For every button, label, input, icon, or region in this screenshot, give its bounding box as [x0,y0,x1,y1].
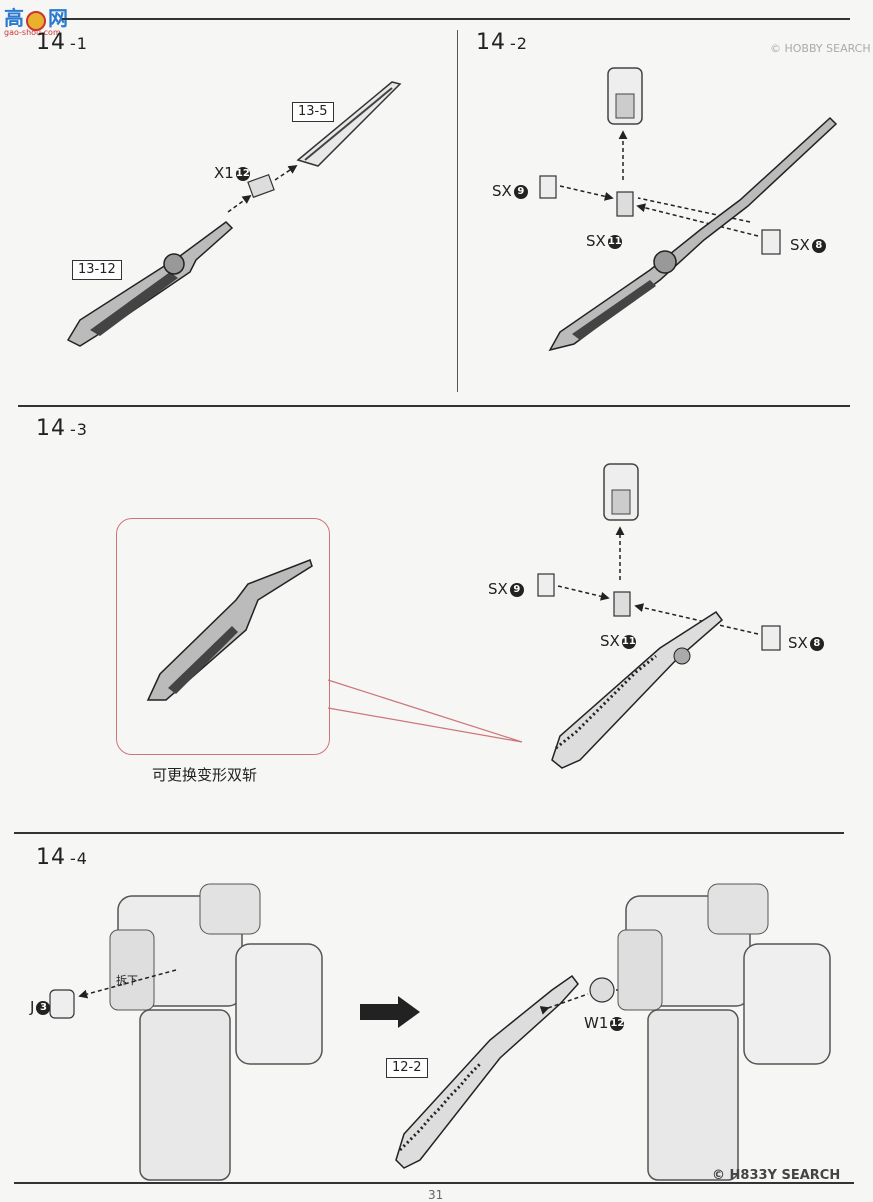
watermark-bottom: © H833Y SEARCH [712,1168,841,1183]
part-sx9 [537,573,555,597]
assembly-arrow [557,585,610,601]
part-number-badge: 8 [809,636,824,651]
callout-caption: 可更换变形双斩 [152,766,258,784]
part-sx8 [761,229,781,255]
chainsaw-blade [551,610,724,769]
assembly-arrow [637,197,751,223]
part-code: SX [492,182,512,200]
part-code: J [30,998,35,1016]
assembly-arrow [539,993,589,1015]
step-number: 14 [476,30,506,55]
part-number-badge: 11 [607,234,622,249]
step-sub: -3 [70,420,88,439]
remove-instruction: 拆下 [116,974,138,987]
site-logo-char: 高 [4,6,24,30]
part-number-badge: 12 [235,166,250,181]
part-number-badge: 8 [811,238,826,253]
column-divider [457,30,458,392]
step-sub: -4 [70,849,88,868]
assembly-arrow [78,969,177,999]
part-w1-12 [589,977,615,1003]
chainsaw-arm [395,974,579,1169]
sword-assembled [548,116,838,352]
step-14-3-title: 14-3 [36,416,88,441]
step-14-4-title: 14-4 [36,845,88,870]
part-code: SX [600,632,620,650]
part-ref-box: 13-12 [72,260,122,280]
part-sx11 [613,591,631,617]
rule-section-3 [18,405,850,407]
page-number: 31 [428,1188,444,1202]
bottom-rule [14,1182,854,1184]
part-ref-box: 13-5 [292,102,334,122]
robot-right [617,883,831,1181]
watermark-top: © HOBBY SEARCH [770,42,871,55]
site-logo-sub: gao-shou.com [4,28,61,37]
step-number: 14 [36,845,66,870]
robot-left [109,883,323,1181]
step-14-1-title: 14-1 [36,30,88,55]
part-sx11 [616,191,634,217]
part-j3 [49,989,75,1019]
callout-pointer [327,679,523,743]
sword-blade-lower [66,221,234,347]
part-code: X1 [214,164,234,182]
assembly-arrow [227,194,252,213]
arm-part [607,67,643,125]
step-sub: -1 [70,34,88,53]
site-logo: 高网 gao-shou.com [4,2,68,37]
callout-sword [146,559,313,701]
logo-gear-icon [26,10,46,31]
part-code: SX [788,634,808,652]
blade-upper-part [296,81,402,167]
top-rule [62,18,850,20]
arm-part [603,463,639,521]
part-ref-box: 12-2 [386,1058,428,1078]
step-sub: -2 [510,34,528,53]
part-number-badge: 12 [610,1016,625,1031]
assembly-arrow [274,165,298,181]
part-number-badge: 3 [36,1000,51,1015]
step-number: 14 [36,416,66,441]
rule-section-4 [14,832,844,834]
step-number: 14 [36,30,66,55]
part-x1-12 [247,173,275,199]
next-arrow-icon [360,996,420,1028]
part-code: SX [586,232,606,250]
assembly-arrow [559,185,614,201]
part-number-badge: 9 [513,184,528,199]
callout-box [116,518,330,755]
part-code: SX [790,236,810,254]
site-logo-char2: 网 [48,6,68,30]
part-code: W1 [584,1014,609,1032]
part-code: SX [488,580,508,598]
step-14-2-title: 14-2 [476,30,528,55]
part-number-badge: 9 [509,582,524,597]
part-sx8 [761,625,781,651]
part-number-badge: 11 [621,634,636,649]
part-sx9 [539,175,557,199]
